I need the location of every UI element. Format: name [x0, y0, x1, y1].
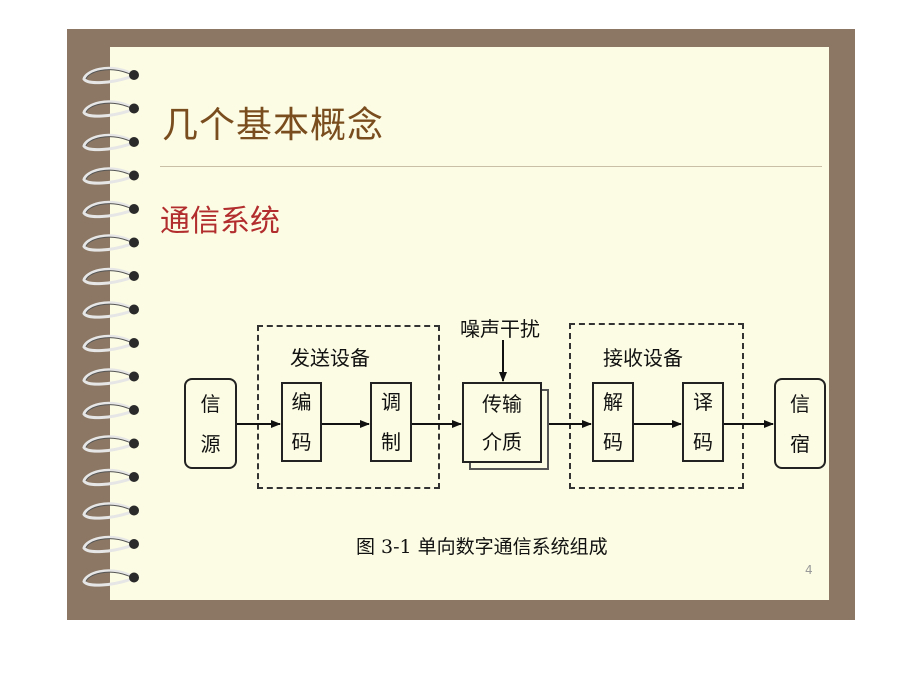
source-char-1: 信 — [200, 391, 221, 416]
medium-block: 传输 介质 — [462, 382, 542, 463]
spiral-ring — [82, 167, 139, 185]
encoder-char-1: 编 — [291, 390, 312, 414]
page-title: 几个基本概念 — [162, 105, 385, 146]
page-number: 4 — [805, 563, 813, 577]
spiral-ring — [82, 535, 139, 554]
section-heading: 通信系统 — [160, 204, 280, 239]
spiral-ring — [82, 66, 139, 85]
spiral-ring — [82, 100, 139, 118]
sink-char-1: 信 — [790, 391, 810, 416]
spiral-ring — [82, 368, 139, 386]
spiral-binding — [82, 66, 139, 587]
spiral-ring — [82, 435, 139, 453]
spiral-ring — [82, 133, 139, 152]
transmit-equipment-group — [257, 325, 440, 489]
demodulator-char-1: 解 — [603, 390, 623, 414]
sink-block: 信 宿 — [774, 378, 826, 469]
demodulator-char-2: 码 — [603, 430, 623, 454]
sink-char-2: 宿 — [790, 431, 810, 456]
transmit-equipment-label: 发送设备 — [290, 346, 370, 370]
spiral-ring — [82, 267, 139, 286]
figure-caption: 图 3-1 单向数字通信系统组成 — [356, 536, 608, 558]
spiral-ring — [82, 468, 139, 487]
demodulator-block: 解 码 — [592, 382, 634, 462]
spiral-ring — [82, 401, 139, 420]
modulator-block: 调 制 — [370, 382, 412, 462]
title-divider — [160, 166, 822, 167]
encoder-char-2: 码 — [291, 430, 312, 454]
modulator-char-1: 调 — [381, 390, 401, 414]
medium-line-2: 介质 — [482, 429, 522, 454]
spiral-ring — [82, 234, 139, 252]
modulator-char-2: 制 — [381, 430, 401, 454]
receive-equipment-label: 接收设备 — [603, 346, 683, 370]
noise-label: 噪声干扰 — [460, 317, 540, 341]
decoder-char-1: 译 — [693, 390, 713, 414]
spiral-ring — [82, 569, 139, 587]
spiral-ring — [82, 334, 139, 353]
receive-equipment-group — [569, 323, 744, 489]
source-char-2: 源 — [200, 431, 221, 456]
decoder-block: 译 码 — [682, 382, 724, 462]
spiral-ring — [82, 200, 139, 219]
source-block: 信 源 — [184, 378, 237, 469]
encoder-block: 编 码 — [281, 382, 322, 462]
spiral-ring — [82, 301, 139, 319]
medium-line-1: 传输 — [482, 391, 522, 416]
decoder-char-2: 码 — [693, 430, 713, 454]
spiral-ring — [82, 502, 139, 520]
